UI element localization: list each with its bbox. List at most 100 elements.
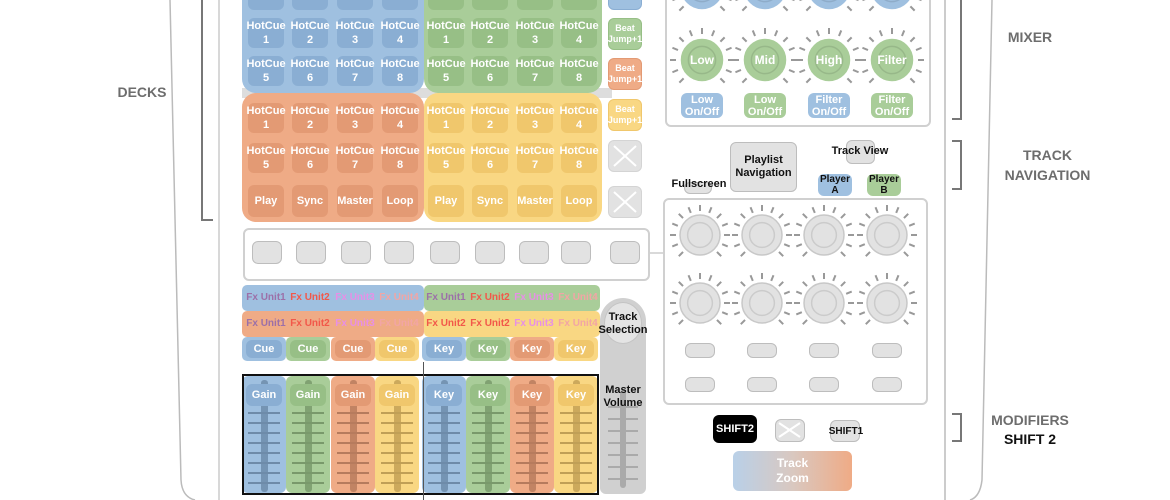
unassigned-button[interactable] <box>608 186 642 218</box>
unassigned-button[interactable] <box>608 140 642 172</box>
fx-unit-button[interactable]: Fx Unit4 <box>377 289 421 307</box>
key-button[interactable]: Key <box>514 340 550 358</box>
effect-knob[interactable] <box>790 201 858 269</box>
fx-unit-button[interactable]: Fx Unit4 <box>556 315 600 333</box>
strip-button[interactable] <box>610 241 640 264</box>
effect-knob[interactable] <box>790 269 858 337</box>
key-button[interactable]: Key <box>470 340 506 358</box>
pad-play[interactable]: Play <box>428 185 464 217</box>
strip-button[interactable] <box>561 241 591 264</box>
mixer-top-knob[interactable] <box>729 0 801 24</box>
pad-cut-off[interactable] <box>337 0 373 10</box>
cue-button[interactable]: Cue <box>290 340 326 358</box>
effect-knob[interactable] <box>728 269 796 337</box>
fader-cap-gain[interactable]: Gain <box>246 384 282 406</box>
effect-button[interactable] <box>809 377 839 392</box>
pad-cut-off[interactable] <box>382 0 418 10</box>
fx-unit-button[interactable]: Fx Unit1 <box>244 315 288 333</box>
pad-cut-off[interactable] <box>561 0 597 10</box>
pad-play[interactable]: Play <box>248 185 284 217</box>
pad-cut-off[interactable] <box>428 0 464 10</box>
fx-unit-button[interactable]: Fx Unit1 <box>244 289 288 307</box>
fader-cap-gain[interactable]: Gain <box>290 384 326 406</box>
effect-button[interactable] <box>872 343 902 358</box>
eq-knob-low[interactable]: Low <box>666 24 738 96</box>
effect-knob[interactable] <box>853 201 921 269</box>
fx-unit-button[interactable]: Fx Unit1 <box>424 289 468 307</box>
fx-unit-button[interactable]: Fx Unit2 <box>468 289 512 307</box>
fader-cap-key[interactable]: Key <box>558 384 594 406</box>
fader-cap-key[interactable]: Key <box>470 384 506 406</box>
mixer-top-knob[interactable] <box>856 0 928 24</box>
strip-button[interactable] <box>296 241 326 264</box>
fx-unit-button[interactable]: Fx Unit3 <box>512 289 556 307</box>
fx-unit-button[interactable]: Fx Unit3 <box>333 315 377 333</box>
strip-button[interactable] <box>430 241 460 264</box>
fx-unit-button[interactable]: Fx Unit2 <box>424 315 468 333</box>
pad-cut-off[interactable] <box>472 0 508 10</box>
effect-knob[interactable] <box>666 201 734 269</box>
effect-button[interactable] <box>809 343 839 358</box>
effect-knob[interactable] <box>666 269 734 337</box>
fx-unit-button[interactable]: Fx Unit2 <box>288 315 332 333</box>
pad-cut-off[interactable] <box>292 0 328 10</box>
fader-cap-key[interactable]: Key <box>514 384 550 406</box>
fx-unit-button[interactable]: Fx Unit2 <box>288 289 332 307</box>
pad-loop[interactable]: Loop <box>382 185 418 217</box>
strip-button[interactable] <box>341 241 371 264</box>
fader-cap-key[interactable]: Key <box>426 384 462 406</box>
effect-button[interactable] <box>872 377 902 392</box>
fx-unit-button[interactable]: Fx Unit2 <box>468 315 512 333</box>
pad-cut-off[interactable] <box>248 0 284 10</box>
unassigned-button[interactable] <box>775 419 805 442</box>
effect-button[interactable] <box>747 377 777 392</box>
fader-cap-gain[interactable]: Gain <box>379 384 415 406</box>
strip-button[interactable] <box>475 241 505 264</box>
effect-knob[interactable] <box>728 201 796 269</box>
pad-master[interactable]: Master <box>517 185 553 217</box>
eq-knob-filter[interactable]: Filter <box>856 24 928 96</box>
eq-knob-mid[interactable]: Mid <box>729 24 801 96</box>
pad-sync[interactable]: Sync <box>472 185 508 217</box>
fader-cap-gain[interactable]: Gain <box>335 384 371 406</box>
mixer-top-knob[interactable] <box>666 0 738 24</box>
pad-sync[interactable]: Sync <box>292 185 328 217</box>
pad-loop[interactable]: Loop <box>561 185 597 217</box>
track-view-button[interactable] <box>846 140 875 164</box>
effect-button[interactable] <box>685 343 715 358</box>
fx-unit-button[interactable]: Fx Unit3 <box>512 315 556 333</box>
cue-button[interactable]: Cue <box>335 340 371 358</box>
pad-cut-off[interactable] <box>517 0 553 10</box>
